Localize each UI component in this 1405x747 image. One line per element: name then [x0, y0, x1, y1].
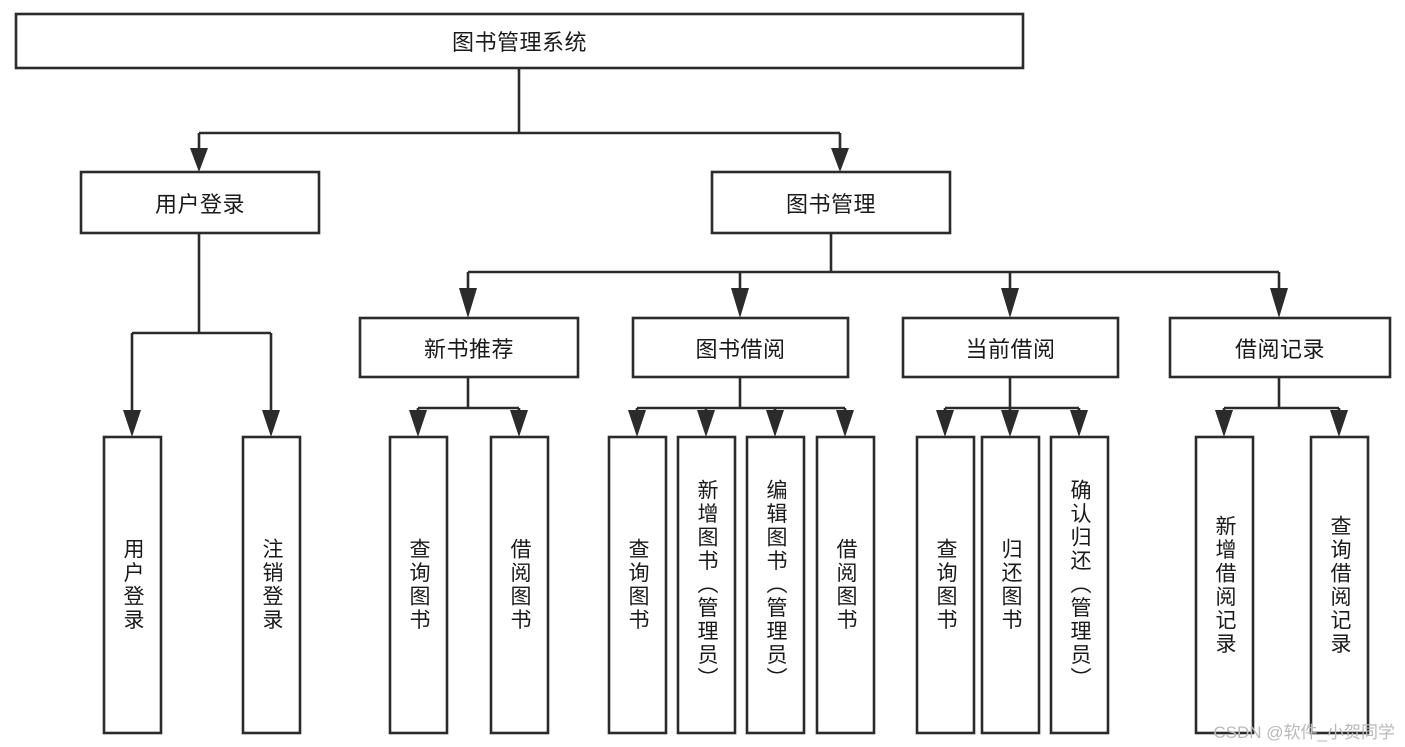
node-borrow-record[interactable]: [1168, 316, 1392, 379]
node-current-borrow[interactable]: [901, 316, 1120, 379]
arrow-head-book-manage: [831, 148, 849, 172]
leaf-logout[interactable]: [241, 435, 302, 735]
connector-borrowrecord-to-leaves: [1222, 377, 1341, 416]
arrow-head-current-borrow: [1001, 288, 1019, 318]
arrow-head-borrow-record: [1270, 288, 1288, 318]
arrow-head-leaf-return-book: [1001, 410, 1019, 437]
arrow-head-leaf-query-book-3: [936, 410, 954, 437]
connector-userlogin-to-leaves: [130, 233, 273, 415]
connector-bookborrow-to-leaves: [635, 377, 847, 416]
arrow-head-leaf-add-book: [697, 410, 715, 437]
connector-bookmanage-to-level2: [466, 233, 1281, 292]
connector-root-to-level1: [197, 68, 842, 153]
arrow-head-leaf-query-record: [1330, 410, 1348, 437]
leaf-add-book[interactable]: [676, 435, 737, 735]
leaf-query-record[interactable]: [1309, 435, 1370, 735]
arrow-head-leaf-query-book-1: [409, 410, 427, 437]
leaf-user-login[interactable]: [102, 435, 163, 735]
node-book-borrow[interactable]: [631, 316, 850, 379]
node-book-manage[interactable]: [710, 170, 952, 235]
arrow-head-leaf-edit-book: [766, 410, 784, 437]
leaf-edit-book[interactable]: [745, 435, 806, 735]
arrow-head-leaf-user-login: [123, 410, 141, 437]
arrow-head-new-book: [459, 288, 477, 318]
arrow-head-leaf-confirm-return: [1070, 410, 1088, 437]
arrow-head-user-login: [190, 148, 208, 172]
leaf-confirm-return[interactable]: [1049, 435, 1110, 735]
arrow-head-leaf-query-book-2: [628, 410, 646, 437]
leaf-add-record[interactable]: [1194, 435, 1255, 735]
leaf-query-book-3[interactable]: [915, 435, 976, 735]
arrow-head-leaf-add-record: [1215, 410, 1233, 437]
arrow-head-leaf-logout: [262, 410, 280, 437]
node-root[interactable]: [14, 12, 1025, 70]
arrow-head-leaf-borrow-book-1: [510, 410, 528, 437]
connector-newbook-to-leaves: [416, 377, 521, 416]
leaf-borrow-book-2[interactable]: [815, 435, 876, 735]
leaf-borrow-book-1[interactable]: [489, 435, 550, 735]
leaf-return-book[interactable]: [980, 435, 1041, 735]
leaf-query-book-1[interactable]: [388, 435, 449, 735]
arrow-head-book-borrow: [731, 288, 749, 318]
arrow-head-leaf-borrow-book-2: [836, 410, 854, 437]
node-user-login[interactable]: [79, 170, 321, 235]
node-new-book-recommend[interactable]: [358, 316, 580, 379]
leaf-query-book-2[interactable]: [607, 435, 668, 735]
